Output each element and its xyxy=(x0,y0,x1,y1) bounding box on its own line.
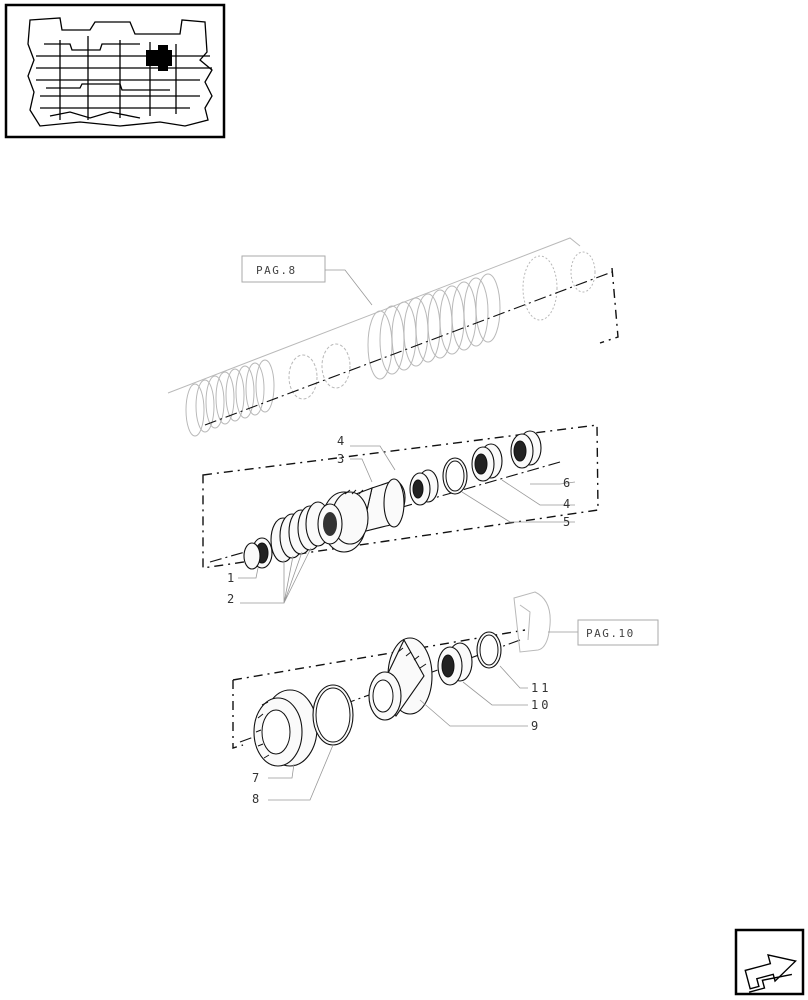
callout-1: 1 xyxy=(227,571,234,585)
needle-bearing-part-4a[interactable] xyxy=(409,469,439,506)
return-arrow-icon[interactable] xyxy=(734,928,805,996)
callout-3: 3 xyxy=(337,452,344,466)
shaft-assembly-group: 4 3 1 2 6 4 5 xyxy=(202,424,599,606)
clutch-pack-ghost xyxy=(167,237,619,437)
callout-4-second: 4 xyxy=(563,497,570,511)
transmission-overview-thumbnail[interactable] xyxy=(4,3,226,139)
housing-ghost xyxy=(513,591,551,653)
callout-7: 7 xyxy=(252,771,259,785)
callout-6: 6 xyxy=(563,476,570,490)
seal-ring-part-8[interactable] xyxy=(312,684,354,746)
callout-11: 11 xyxy=(531,681,551,695)
callout-10: 10 xyxy=(531,698,551,712)
needle-bearing-part-10[interactable] xyxy=(437,642,473,686)
gear-assembly-group: 7 8 11 10 9 xyxy=(232,591,551,806)
gear-hub-part-9[interactable] xyxy=(368,637,433,721)
needle-bearing-part-6[interactable] xyxy=(510,430,542,469)
gear-part-7[interactable] xyxy=(253,689,318,767)
callout-2: 2 xyxy=(227,592,234,606)
callout-8: 8 xyxy=(252,792,259,806)
callout-9: 9 xyxy=(531,719,538,733)
page-10-reference[interactable]: PAG.10 xyxy=(548,619,659,646)
page-8-reference[interactable]: PAG.8 xyxy=(241,255,373,306)
page-10-link[interactable]: PAG.10 xyxy=(586,627,635,640)
page-8-link[interactable]: PAG.8 xyxy=(256,264,297,277)
sleeve-shaft-part-3[interactable] xyxy=(317,478,406,553)
needle-bearing-part-1[interactable] xyxy=(243,537,273,570)
snap-ring-part-11[interactable] xyxy=(476,631,502,669)
callout-4: 4 xyxy=(337,434,344,448)
snap-ring-part-5[interactable] xyxy=(442,457,468,495)
callout-5: 5 xyxy=(563,515,570,529)
needle-bearing-part-4b[interactable] xyxy=(471,443,503,482)
